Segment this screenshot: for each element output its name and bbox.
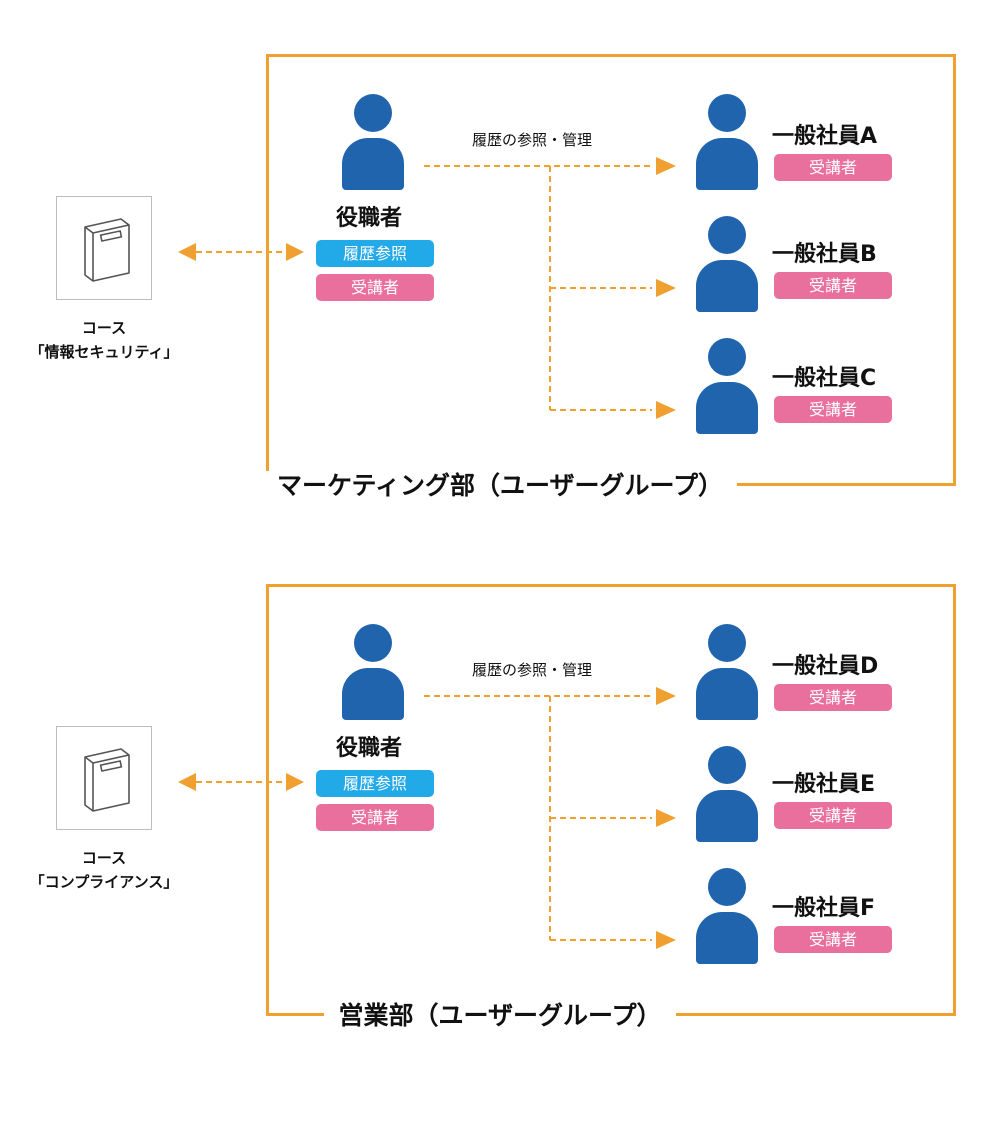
role-badge-learner: 受講者: [316, 804, 434, 831]
role-badge-learner: 受講者: [774, 926, 892, 953]
course-caption-line1: コース: [81, 319, 127, 337]
user-group-marketing: コース 「情報セキュリティ」 役職者 履歴参照 受講者 履歴の参照・管理 一般社…: [0, 54, 1000, 594]
role-badge-learner: 受講者: [774, 272, 892, 299]
group-title: 営業部（ユーザーグループ）: [0, 998, 1000, 1034]
user-group-sales: コース 「コンプライアンス」 役職者 履歴参照 受講者 履歴の参照・管理 一般社…: [0, 584, 1000, 1124]
employee-person-icon: [696, 624, 758, 720]
course-card[interactable]: [56, 726, 152, 830]
connector-arrows: [178, 157, 676, 419]
employee-name: 一般社員C: [772, 366, 877, 391]
employee-person-icon: [696, 216, 758, 312]
edge-label: 履歴の参照・管理: [472, 131, 593, 149]
manager-person-icon: [342, 624, 404, 720]
employee-name: 一般社員F: [772, 896, 876, 921]
employee-name: 一般社員D: [772, 654, 879, 679]
book-icon: [84, 748, 130, 812]
role-badge-learner: 受講者: [774, 684, 892, 711]
group-title: マーケティング部（ユーザーグループ）: [0, 468, 1000, 504]
employee-name: 一般社員B: [772, 242, 877, 267]
connector-arrows: [178, 687, 676, 949]
book-icon: [84, 218, 130, 282]
role-badge-history: 履歴参照: [316, 240, 434, 267]
course-caption: コース 「情報セキュリティ」: [24, 316, 184, 364]
course-caption-line2: 「情報セキュリティ」: [29, 343, 179, 361]
employee-person-icon: [696, 868, 758, 964]
employee-name: 一般社員E: [772, 772, 876, 797]
employee-person-icon: [696, 338, 758, 434]
course-caption-line2: 「コンプライアンス」: [29, 873, 179, 891]
manager-name: 役職者: [336, 736, 403, 761]
course-caption: コース 「コンプライアンス」: [24, 846, 184, 894]
course-card[interactable]: [56, 196, 152, 300]
employee-person-icon: [696, 746, 758, 842]
course-caption-line1: コース: [81, 849, 127, 867]
role-badge-learner: 受講者: [774, 802, 892, 829]
manager-person-icon: [342, 94, 404, 190]
role-badge-learner: 受講者: [774, 154, 892, 181]
role-badge-learner: 受講者: [774, 396, 892, 423]
employee-name: 一般社員A: [772, 124, 878, 149]
manager-name: 役職者: [336, 206, 403, 231]
edge-label: 履歴の参照・管理: [472, 661, 593, 679]
role-badge-history: 履歴参照: [316, 770, 434, 797]
employee-person-icon: [696, 94, 758, 190]
role-badge-learner: 受講者: [316, 274, 434, 301]
